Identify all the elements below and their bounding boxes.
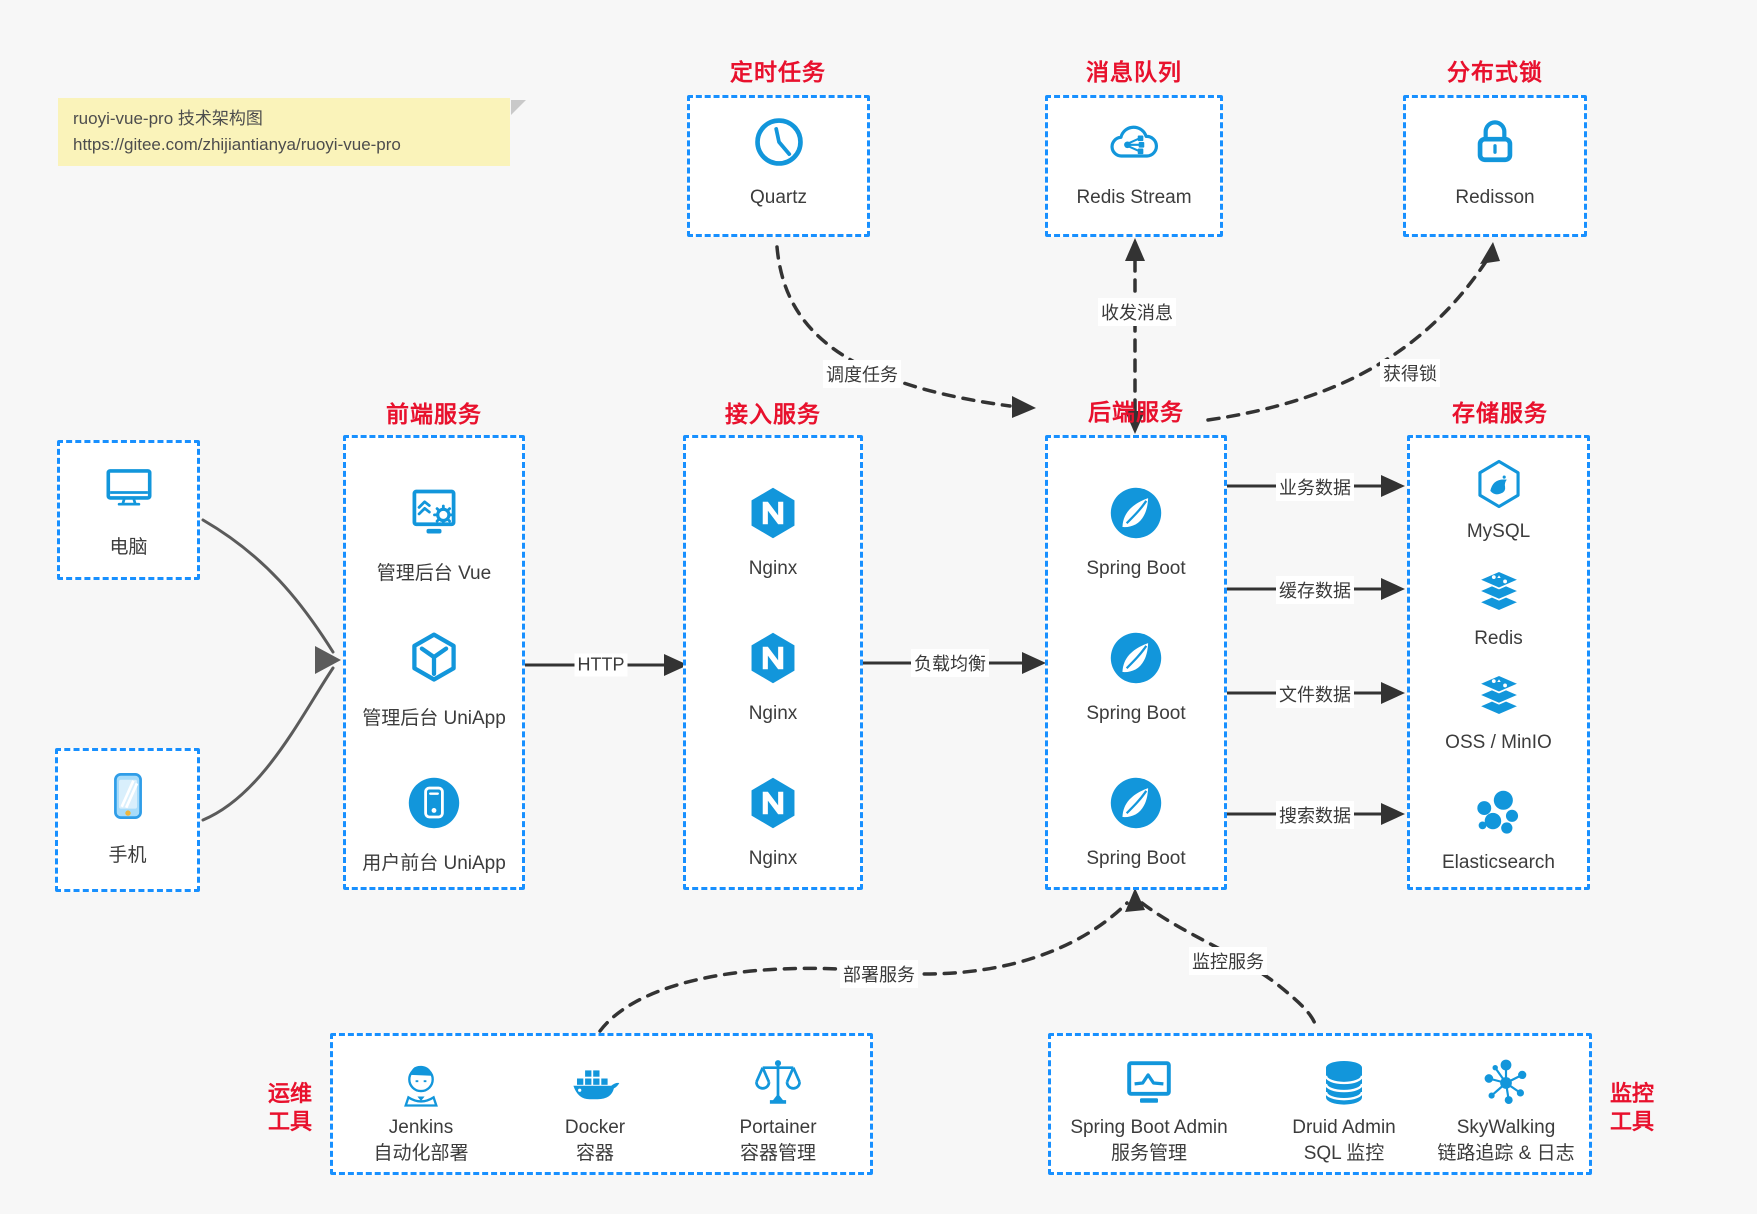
edge-label-schedule: 调度任务 — [823, 360, 901, 388]
edge-label-business-data: 业务数据 — [1276, 473, 1354, 501]
edge-label-file-data: 文件数据 — [1276, 680, 1354, 708]
edge-label-deploy: 部署服务 — [840, 960, 918, 988]
nginx-label: Nginx — [748, 558, 798, 579]
user-uniapp-label: 用户前台 UniApp — [362, 853, 506, 874]
jenkins-label: Jenkins — [388, 1117, 454, 1138]
desktop-icon — [102, 461, 156, 520]
jenkins-sublabel: 自动化部署 — [373, 1143, 469, 1164]
nginx-icon — [745, 775, 801, 836]
spring-boot-label: Spring Boot — [1086, 703, 1186, 724]
portainer-label: Portainer — [739, 1117, 817, 1138]
quartz-box: Quartz — [687, 95, 870, 237]
column-title-gateway: 接入服务 — [725, 401, 821, 427]
nginx-icon — [745, 485, 801, 546]
jenkins-icon — [394, 1056, 448, 1115]
group-title-message-queue: 消息队列 — [1086, 59, 1182, 85]
redis-label: Redis — [1474, 628, 1523, 649]
client-merge-curves — [201, 518, 335, 822]
column-title-storage: 存储服务 — [1452, 400, 1548, 426]
sticky-note: ruoyi-vue-pro 技术架构图 https://gitee.com/zh… — [58, 98, 526, 166]
spring-boot-label: Spring Boot — [1086, 558, 1186, 579]
skywalking-sublabel: 链路追踪 & 日志 — [1437, 1143, 1575, 1164]
redis-stream-label: Redis Stream — [1076, 187, 1192, 208]
edge-label-monitor: 监控服务 — [1189, 947, 1267, 975]
mysql-icon — [1473, 458, 1525, 515]
monitor-tools-box: Spring Boot Admin 服务管理 Druid Admin SQL 监… — [1048, 1033, 1592, 1175]
edge-label-messaging: 收发消息 — [1098, 298, 1176, 326]
spring-boot-icon — [1108, 775, 1164, 836]
redis-stack-icon — [1473, 565, 1525, 622]
group-title-distributed-lock: 分布式锁 — [1447, 59, 1543, 85]
gateway-services-box: Nginx Nginx Nginx — [683, 435, 863, 890]
nginx-label: Nginx — [748, 848, 798, 869]
spring-boot-admin-label: Spring Boot Admin — [1070, 1117, 1228, 1138]
column-title-frontend: 前端服务 — [386, 401, 482, 427]
spring-boot-icon — [1108, 485, 1164, 546]
clock-icon — [751, 114, 807, 175]
edge-label-lock: 获得锁 — [1380, 359, 1440, 387]
dashed-curves — [598, 245, 1489, 1033]
skywalking-icon — [1479, 1056, 1533, 1115]
ops-tools-box: Jenkins 自动化部署 Docker 容器 Portainer 容器管理 — [330, 1033, 873, 1175]
group-title-scheduled-tasks: 定时任务 — [730, 59, 826, 85]
mobile-app-icon — [406, 775, 462, 836]
phone-label: 手机 — [108, 845, 147, 866]
nginx-icon — [745, 630, 801, 691]
spring-boot-label: Spring Boot — [1086, 848, 1186, 869]
elasticsearch-icon — [1473, 789, 1525, 846]
ops-tools-label: 运维 工具 — [267, 1081, 313, 1134]
docker-sublabel: 容器 — [575, 1143, 614, 1164]
monitor-tools-label: 监控 工具 — [1609, 1081, 1655, 1134]
column-title-backend: 后端服务 — [1088, 399, 1184, 425]
solid-arrowheads — [664, 475, 1405, 825]
desktop-label: 电脑 — [109, 537, 148, 558]
storage-services-box: MySQL Redis OSS / MinIO Elasticsearch — [1407, 435, 1590, 890]
admin-vue-label: 管理后台 Vue — [376, 563, 492, 584]
edge-label-search-data: 搜索数据 — [1276, 801, 1354, 829]
lock-icon — [1467, 114, 1523, 175]
druid-icon — [1317, 1056, 1371, 1115]
oss-minio-icon — [1473, 669, 1525, 726]
spring-boot-icon — [1108, 630, 1164, 691]
portainer-icon — [751, 1056, 805, 1115]
redisson-label: Redisson — [1455, 187, 1535, 208]
admin-uniapp-label: 管理后台 UniApp — [362, 708, 506, 729]
nginx-label: Nginx — [748, 703, 798, 724]
frontend-services-box: 管理后台 Vue 管理后台 UniApp 用户前台 UniApp — [343, 435, 525, 890]
merge-arrowhead — [315, 646, 341, 674]
admin-vue-icon — [406, 485, 462, 546]
phone-icon — [101, 769, 155, 828]
mysql-label: MySQL — [1466, 521, 1531, 542]
druid-label: Druid Admin — [1292, 1117, 1396, 1138]
phone-client-box: 手机 — [55, 748, 200, 892]
edge-label-cache-data: 缓存数据 — [1276, 576, 1354, 604]
redis-stream-box: Redis Stream — [1045, 95, 1223, 237]
elasticsearch-label: Elasticsearch — [1442, 852, 1555, 873]
desktop-client-box: 电脑 — [57, 440, 200, 580]
uniapp-cube-icon — [406, 630, 462, 691]
docker-label: Docker — [564, 1117, 626, 1138]
dashed-arrowheads — [1012, 238, 1500, 912]
cloud-stream-icon — [1106, 114, 1162, 175]
note-fold-corner — [511, 100, 526, 115]
note-url: https://gitee.com/zhijiantianya/ruoyi-vu… — [73, 135, 401, 154]
note-title: ruoyi-vue-pro 技术架构图 — [73, 109, 263, 128]
spring-boot-admin-sublabel: 服务管理 — [1110, 1143, 1187, 1164]
quartz-label: Quartz — [749, 187, 808, 208]
spring-boot-admin-icon — [1122, 1056, 1176, 1115]
druid-sublabel: SQL 监控 — [1303, 1143, 1385, 1164]
oss-minio-label: OSS / MinIO — [1445, 732, 1552, 753]
redisson-box: Redisson — [1403, 95, 1587, 237]
docker-icon — [568, 1056, 622, 1115]
backend-services-box: Spring Boot Spring Boot Spring Boot — [1045, 435, 1227, 890]
edge-label-http: HTTP — [574, 653, 628, 677]
portainer-sublabel: 容器管理 — [739, 1143, 816, 1164]
edge-label-load-balance: 负载均衡 — [911, 649, 989, 677]
skywalking-label: SkyWalking — [1456, 1117, 1556, 1138]
